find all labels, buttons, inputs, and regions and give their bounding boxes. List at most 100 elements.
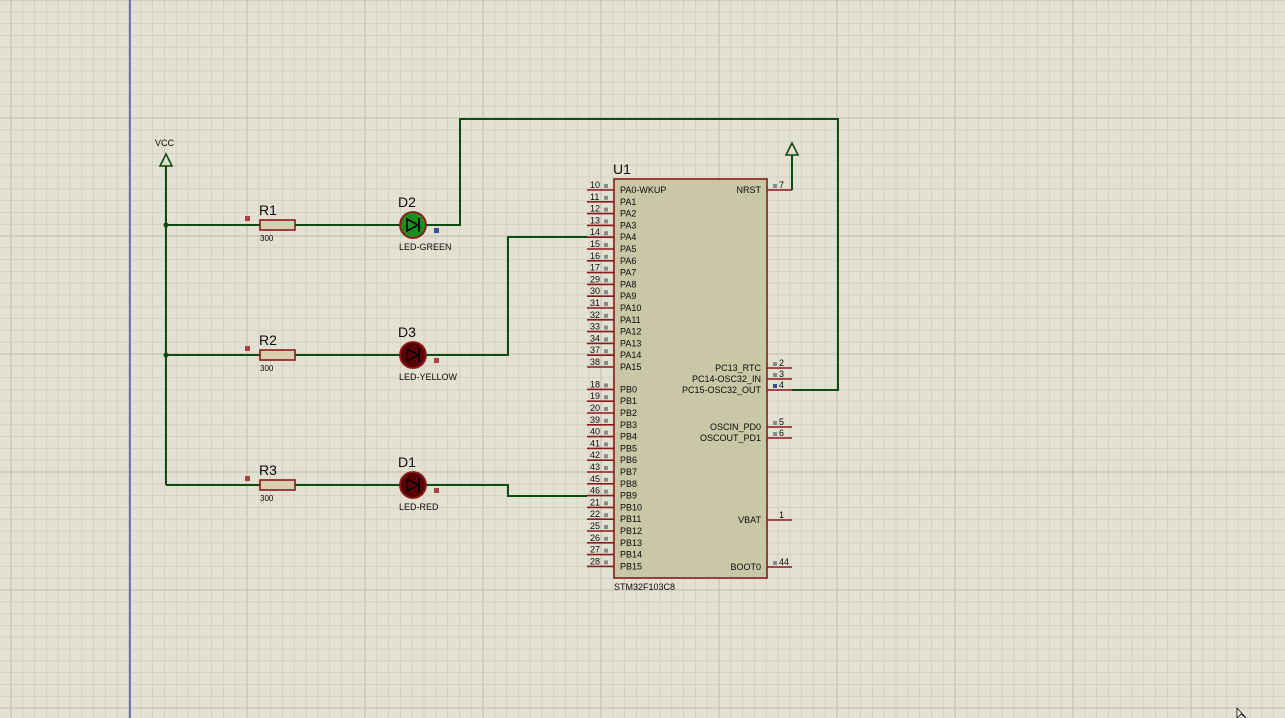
pin-name: PA12	[620, 327, 641, 337]
pin-terminal	[604, 349, 608, 354]
led-ref: D3	[398, 324, 416, 340]
pin-number: 13	[590, 215, 600, 225]
chip-body	[613, 178, 768, 579]
pin-number: 18	[590, 379, 600, 389]
diode-triangle-icon	[406, 217, 420, 233]
pin-name: OSCIN_PD0	[710, 422, 761, 432]
pin-number: 26	[590, 533, 600, 543]
nrst-power-arrow-icon[interactable]	[784, 141, 800, 156]
pin-terminal	[604, 278, 608, 283]
pin-number: 3	[779, 369, 784, 379]
pin-name: PA11	[620, 315, 641, 325]
pin-terminal	[604, 254, 608, 259]
pin-name: VBAT	[738, 515, 761, 525]
pin-name: PC13_RTC	[715, 363, 761, 373]
vcc-terminal[interactable]: VCC	[155, 138, 175, 167]
junction-dot	[163, 222, 169, 228]
pin-number: 17	[590, 263, 600, 273]
pin-number: 40	[590, 427, 600, 437]
led-type: LED-GREEN	[399, 242, 452, 252]
pin-name: PA9	[620, 291, 636, 301]
pin-number: 16	[590, 251, 600, 261]
led-terminal	[434, 358, 439, 363]
pin-terminal	[604, 442, 608, 447]
pin-name: PB1	[620, 396, 637, 406]
led-d1[interactable]: D1 LED-RED	[398, 454, 439, 512]
resistor-body	[259, 219, 296, 231]
pin-number: 37	[590, 345, 600, 355]
pin-name: PB14	[620, 550, 642, 560]
led-d2[interactable]: D2 LED-GREEN	[398, 194, 452, 252]
resistor-r3[interactable]: R3 300	[245, 462, 296, 503]
pin-terminal	[604, 560, 608, 565]
pin-terminal	[604, 337, 608, 342]
pin-number: 21	[590, 497, 600, 507]
pin-name: PB13	[620, 538, 642, 548]
resistor-r2[interactable]: R2 300	[245, 332, 296, 373]
resistor-r1[interactable]: R1 300	[245, 202, 296, 243]
led-ref: D2	[398, 194, 416, 210]
pin-name: BOOT0	[730, 562, 761, 572]
pin-terminal	[773, 184, 777, 188]
pin-number: 29	[590, 274, 600, 284]
pin-terminal	[604, 477, 608, 482]
pin-name: PB7	[620, 467, 637, 477]
resistor-body	[259, 479, 296, 491]
resistor-terminal	[245, 476, 250, 481]
pin-terminal	[604, 266, 608, 271]
wire	[426, 484, 587, 497]
pin-terminal	[604, 219, 608, 224]
led-d3[interactable]: D3 LED-YELLOW	[398, 324, 458, 382]
pin-terminal	[604, 489, 608, 494]
pin-terminal	[604, 231, 608, 236]
led-ref: D1	[398, 454, 416, 470]
pin-number: 19	[590, 391, 600, 401]
pin-name: PA7	[620, 268, 636, 278]
led-type: LED-YELLOW	[399, 372, 458, 382]
pin-name: PB12	[620, 526, 642, 536]
